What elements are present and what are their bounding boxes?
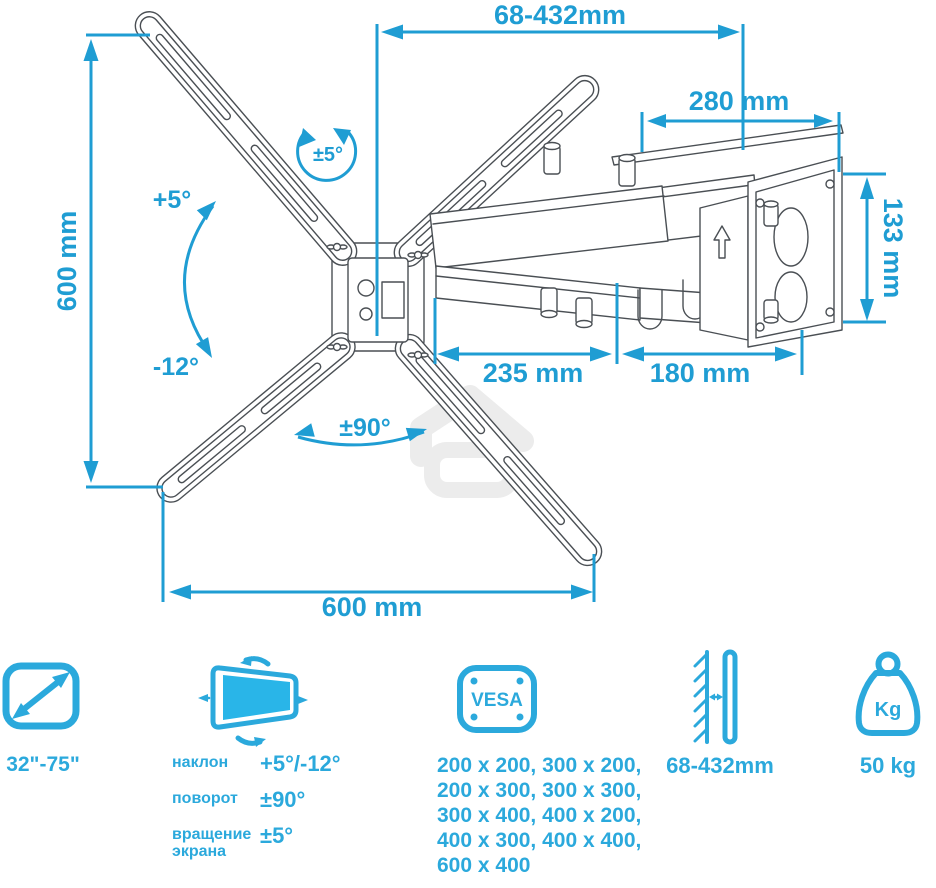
vesa-sizes-list: 200 x 200, 300 x 200, 200 x 300, 300 x 3… [437,753,641,878]
movement-row-tilt: наклон +5°/-12° [172,751,341,777]
weight-icon-label: Kg [875,699,902,721]
dim-arm-front: 235 mm [483,358,584,388]
max-load-value: 50 kg [859,753,917,778]
dim-wall-plate-width: 280 mm [689,86,790,116]
screen-size-value: 32"-75" [6,753,80,776]
dim-bracket-height: 600 mm [52,211,82,312]
mount-diagram: 68-432mm 280 mm 133 mm 235 mm 180 mm 600… [52,0,908,622]
movement-value: ±90° [260,787,306,812]
movement-value: ±5° [260,823,294,848]
wing-bolts [326,242,429,360]
dim-bracket-width: 600 mm [322,592,423,622]
dim-wall-plate-height: 133 mm [878,198,908,299]
wall-plate [747,156,843,348]
dim-extension-range: 68-432mm [494,0,626,30]
weight-icon: Kg [855,651,921,736]
vesa-sizes-line: 200 x 300, 300 x 300, [437,779,642,802]
articulated-arm [429,124,844,341]
angle-tilt-down: -12° [153,353,199,381]
wall-distance-value: 68-432mm [666,753,774,778]
movement-label: наклон [172,754,229,771]
angle-rotation: ±5° [313,144,343,166]
screen-size-icon [2,662,80,730]
movement-label: поворот [172,790,238,807]
wall-distance-icon [693,649,738,745]
dimension-annotations: 68-432mm 280 mm 133 mm 235 mm 180 mm 600… [52,0,908,622]
spec-row: 32"-75" наклон +5°/-12° поворот ±90° вра… [0,640,936,888]
rotation-arc [296,129,358,182]
vesa-arm-upper-left [134,11,358,266]
vesa-sizes-line: 400 x 300, 400 x 400, [437,829,642,852]
vesa-icon-label: VESA [471,690,523,711]
movement-row-swivel: поворот ±90° [172,787,306,813]
vesa-sizes-line: 200 x 200, 300 x 200, [437,754,642,777]
vesa-sizes-line: 600 x 400 [437,854,531,877]
movement-value: +5°/-12° [260,751,341,776]
vesa-icon: VESA [457,665,537,733]
tilt-screen-icon [198,656,308,747]
up-arrow-mark [713,225,731,259]
movement-row-rotation: вращение экрана ±5° [172,823,294,860]
vesa-sizes-line: 300 x 400, 400 x 200, [437,804,642,827]
movement-label: вращение экрана [172,826,252,860]
tilt-arc [183,205,215,353]
angle-swivel: ±90° [339,414,391,442]
angle-tilt-up: +5° [153,186,192,214]
top-rail [611,124,844,166]
dim-arm-rear: 180 mm [650,358,751,388]
screen-fill [223,675,290,720]
